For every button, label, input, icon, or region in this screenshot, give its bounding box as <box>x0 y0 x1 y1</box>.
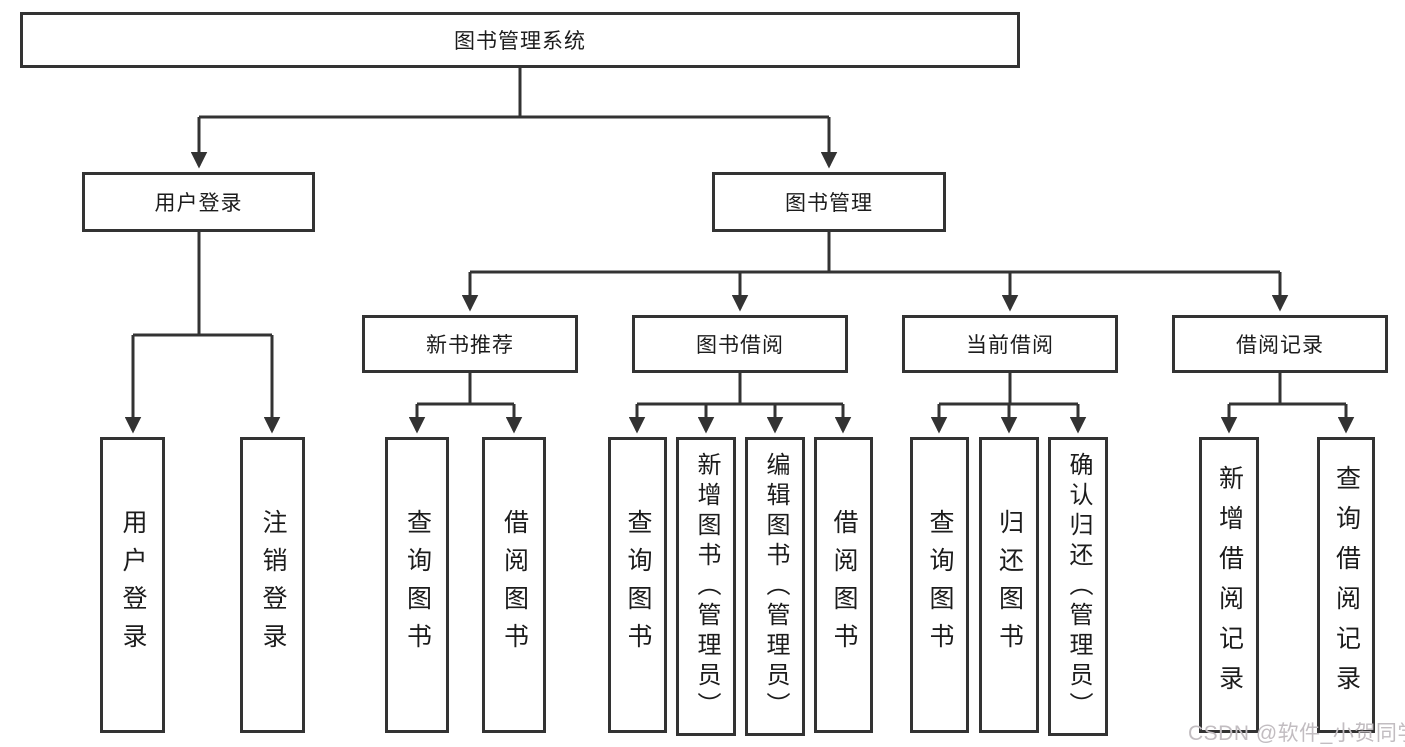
node-label: 查询借阅记录 <box>1332 465 1361 705</box>
node-label: 借阅图书 <box>830 509 858 661</box>
node-label: 归还图书 <box>995 509 1024 661</box>
csdn-watermark: CSDN @软件_小贺同学 <box>1188 722 1405 745</box>
node-label: 用户登录 <box>119 509 147 661</box>
node-label: 新增图书（管理员） <box>693 451 720 722</box>
node-label: 图书管理系统 <box>454 30 586 53</box>
node-label: 注销登录 <box>259 509 287 661</box>
node-label: 用户登录 <box>154 192 243 215</box>
leaf-bb-edit-books-admin: 编辑图书（管理员） <box>745 437 805 736</box>
node-book-borrow: 图书借阅 <box>632 315 848 373</box>
node-user-login: 用户登录 <box>82 172 315 232</box>
leaf-cb-query-books: 查询图书 <box>910 437 969 733</box>
node-label: 查询图书 <box>926 509 954 661</box>
node-label: 查询图书 <box>403 509 432 661</box>
leaf-bb-borrow-books: 借阅图书 <box>814 437 873 733</box>
node-label: 图书管理 <box>785 192 873 215</box>
node-book-management: 图书管理 <box>712 172 946 232</box>
node-label: 借阅图书 <box>500 509 529 661</box>
leaf-user-login: 用户登录 <box>100 437 165 733</box>
leaf-logout: 注销登录 <box>240 437 305 733</box>
node-label: 图书借阅 <box>696 334 784 357</box>
node-label: 当前借阅 <box>966 334 1054 357</box>
leaf-rec-query-books: 查询图书 <box>385 437 449 733</box>
leaf-bb-add-books-admin: 新增图书（管理员） <box>676 437 736 736</box>
leaf-cb-return-books: 归还图书 <box>979 437 1039 733</box>
node-label: 确认归还（管理员） <box>1065 451 1092 722</box>
node-borrow-records: 借阅记录 <box>1172 315 1388 373</box>
node-current-borrow: 当前借阅 <box>902 315 1118 373</box>
leaf-cb-confirm-return-admin: 确认归还（管理员） <box>1048 437 1108 736</box>
leaf-rec-borrow-books: 借阅图书 <box>482 437 546 733</box>
node-new-book-recommend: 新书推荐 <box>362 315 578 373</box>
node-label: 编辑图书（管理员） <box>762 451 789 722</box>
node-root-system: 图书管理系统 <box>20 12 1020 68</box>
node-label: 查询图书 <box>624 509 652 661</box>
leaf-br-query-record: 查询借阅记录 <box>1317 437 1375 733</box>
leaf-bb-query-books: 查询图书 <box>608 437 667 733</box>
node-label: 借阅记录 <box>1236 334 1324 357</box>
node-label: 新增借阅记录 <box>1215 465 1244 705</box>
node-label: 新书推荐 <box>426 334 514 357</box>
leaf-br-add-record: 新增借阅记录 <box>1199 437 1259 733</box>
